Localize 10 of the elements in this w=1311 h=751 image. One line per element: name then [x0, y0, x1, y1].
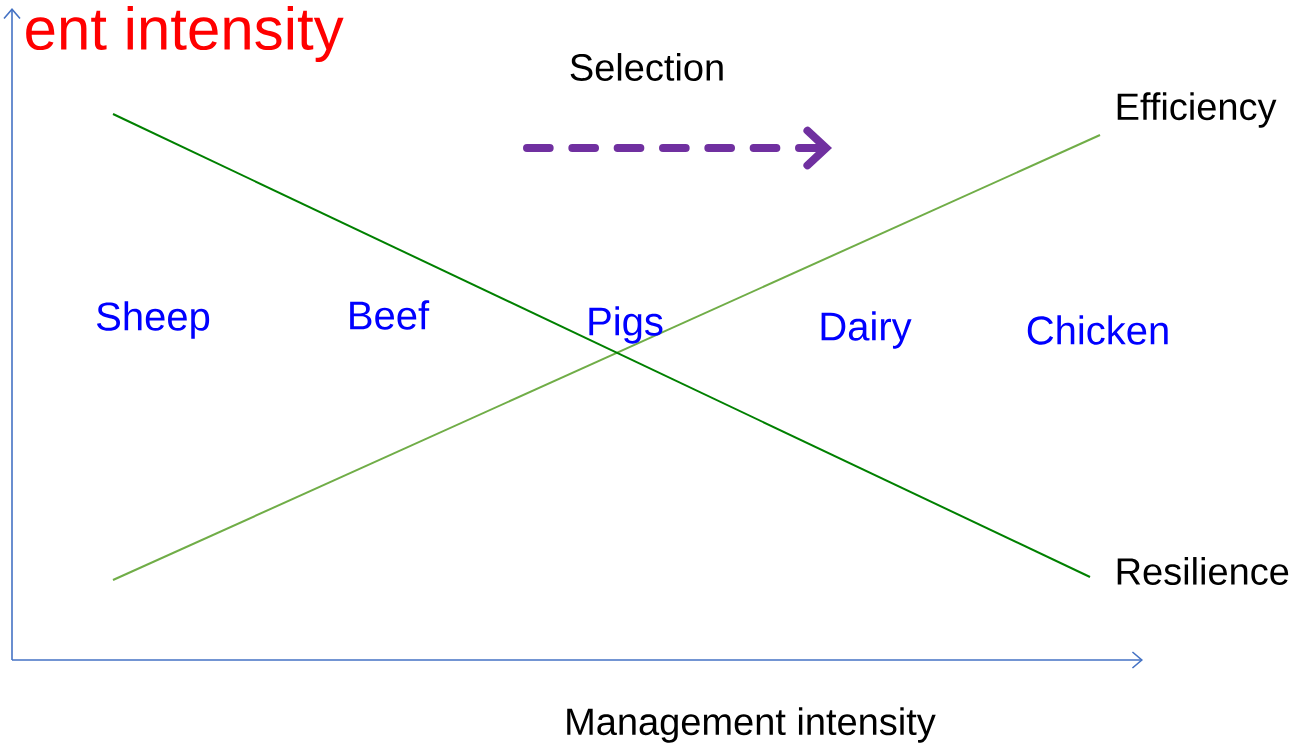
- category-label: Beef: [350, 300, 430, 330]
- category-label: Sheep: [97, 301, 210, 339]
- axis-title: Management intensity: [567, 707, 936, 743]
- category-label: Dairy: [821, 311, 912, 349]
- annotation-text: Selection: [570, 53, 723, 81]
- category-label: Chicken: [1027, 315, 1168, 345]
- category-label: Pigs: [589, 306, 663, 344]
- curve-label: Efficiency: [1117, 92, 1277, 128]
- heading-text: ent intensity: [26, 6, 344, 62]
- curve-label: Resilience: [1117, 557, 1289, 585]
